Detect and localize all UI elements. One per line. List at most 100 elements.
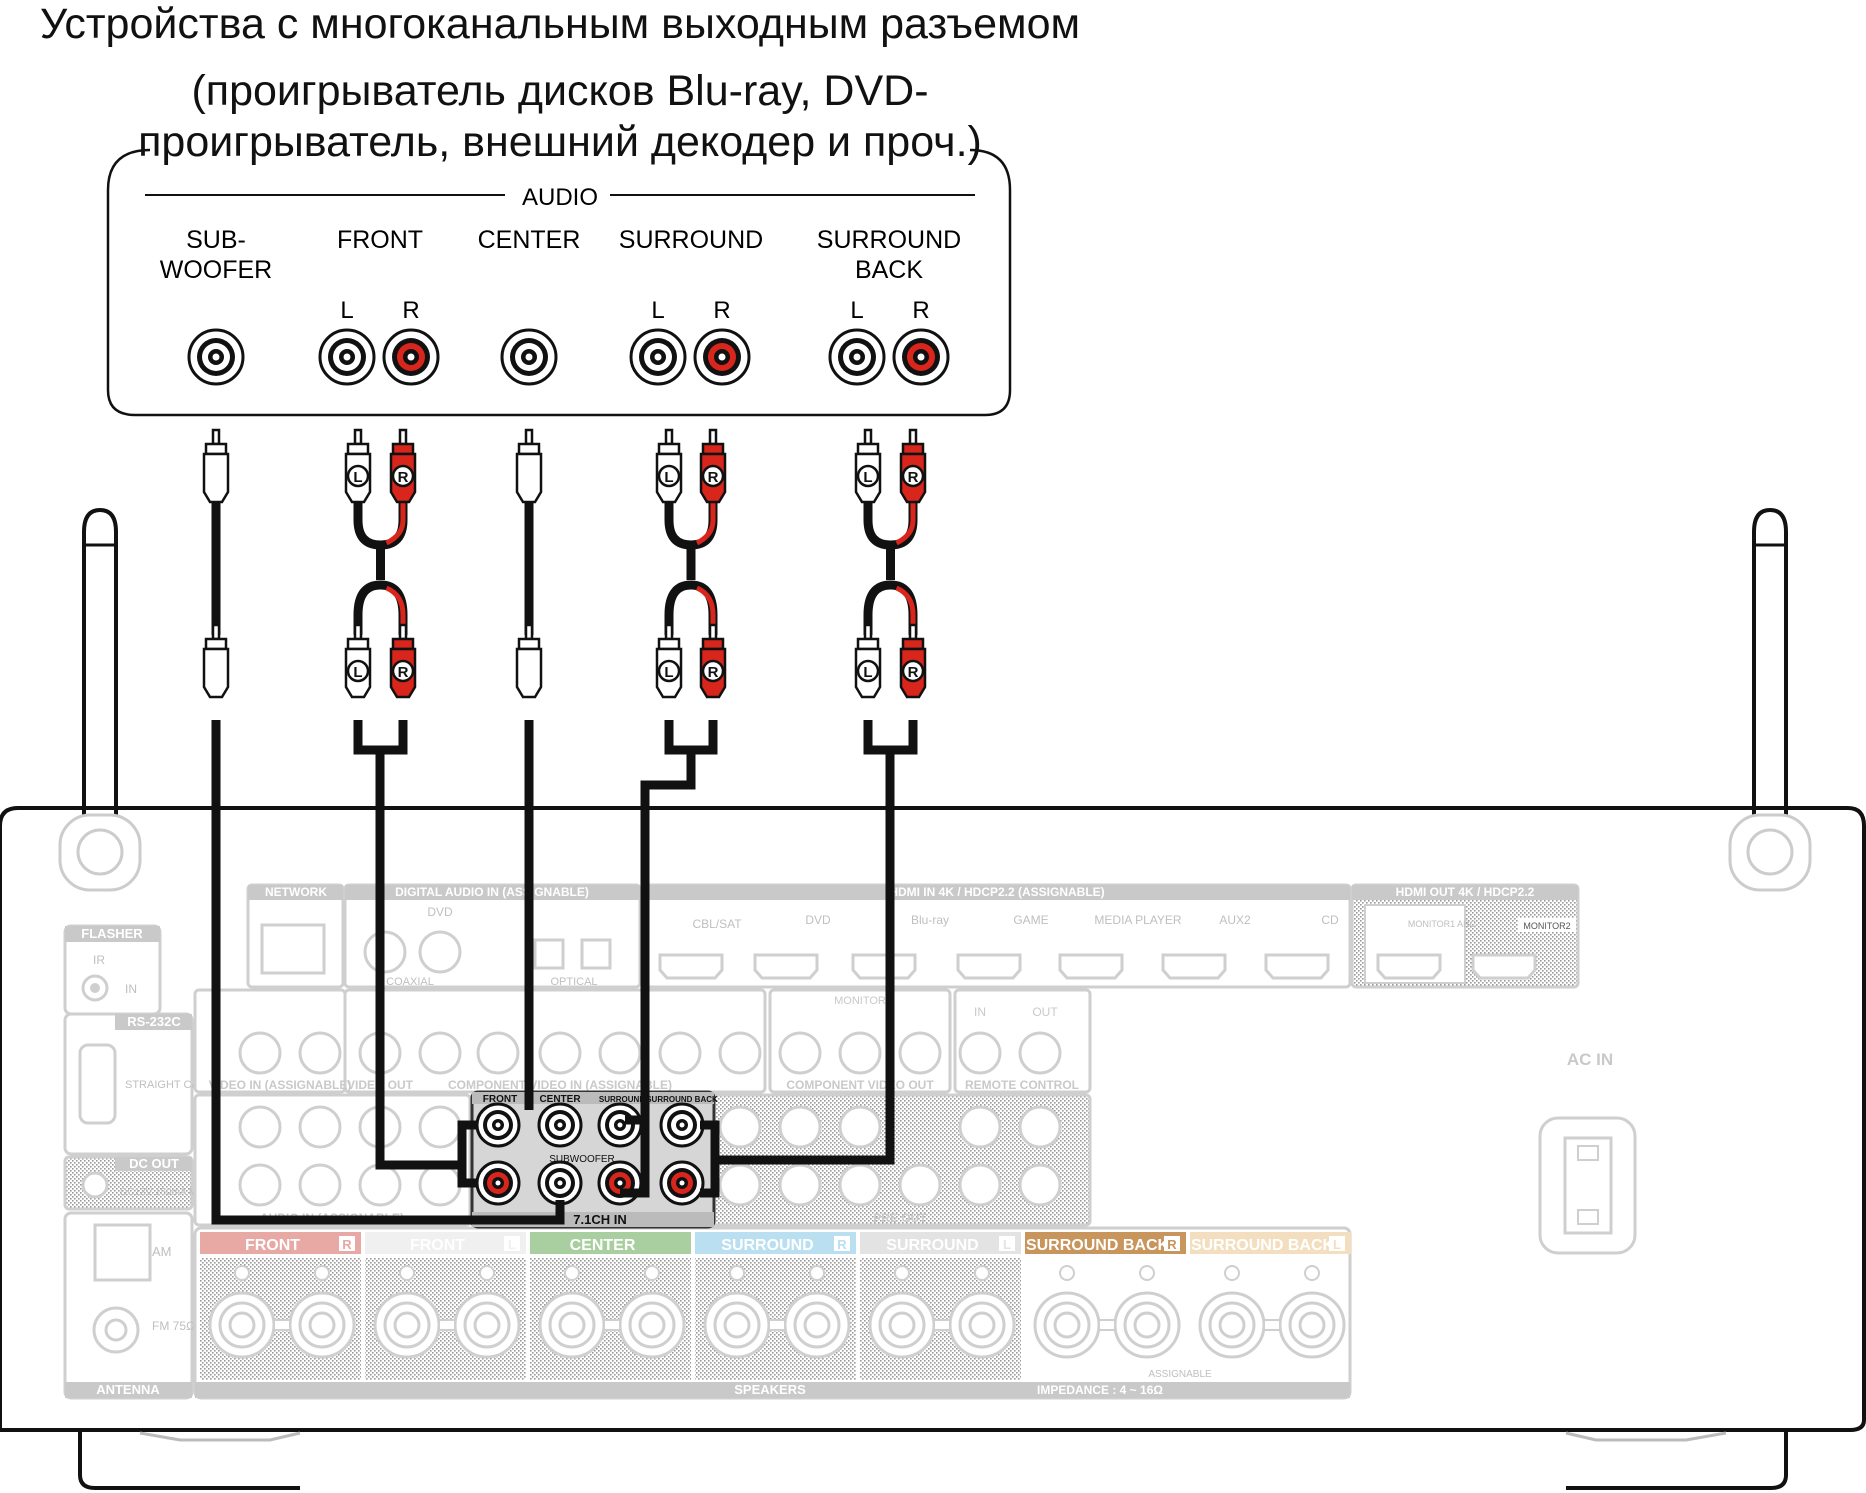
surround-back-cable-join (863, 720, 918, 755)
front-label: FRONT (337, 226, 423, 254)
diagram-title-line-1: Устройства с многоканальным выходным раз… (39, 0, 1081, 48)
flasher-label: FLASHER (81, 926, 143, 941)
front-plug-bottom-r-letter: R (398, 664, 409, 681)
dc-out-label: DC OUT (129, 1156, 179, 1171)
surround-plug-bottom-r-letter: R (708, 664, 719, 681)
am-label: AM (152, 1244, 172, 1259)
rs232c-label: RS-232C (127, 1014, 181, 1029)
front-plug-bottom-r: R (389, 623, 417, 699)
fm-label: FM 75Ω (152, 1319, 195, 1333)
hdmi-aux2-label: AUX2 (1219, 913, 1251, 927)
left-antenna (58, 507, 142, 892)
center-plug-top (515, 428, 543, 504)
front-plug-top-r-letter: R (398, 469, 409, 486)
surround-l-jack (629, 328, 687, 386)
remote-in-label: IN (974, 1005, 986, 1019)
surround-plug-bottom-l: L (655, 623, 683, 699)
rca-jacks (187, 328, 950, 386)
hdmi-in-label: HDMI IN 4K / HDCP2.2 (ASSIGNABLE) (889, 885, 1104, 899)
digital-audio-label: DIGITAL AUDIO IN (ASSIGNABLE) (395, 885, 589, 899)
ch71-jack-0 (475, 1102, 521, 1148)
speakers-label: SPEAKERS (734, 1382, 806, 1397)
pre-out-label: PRE OUT (873, 1211, 927, 1225)
component-in-label: COMPONENT VIDEO IN (ASSIGNABLE) (448, 1078, 672, 1092)
surround-cable (620, 750, 696, 1198)
ch71-jack-3 (659, 1102, 705, 1148)
surround-back-l-label: L (850, 297, 863, 324)
hdmi-out-label: HDMI OUT 4K / HDCP2.2 (1396, 885, 1535, 899)
hdmi-in-ports (658, 953, 1330, 980)
surround-back-r-label: R (912, 297, 929, 324)
speaker-terminal-pair-4 (860, 1258, 1021, 1380)
subwoofer-jack (187, 328, 245, 386)
surround-plug-bottom-r: R (699, 623, 727, 699)
front-plug-bottom-l-letter: L (353, 664, 362, 681)
optical-label: OPTICAL (550, 976, 597, 988)
network-label: NETWORK (265, 885, 327, 899)
ch71-surround-label: SURROUND (599, 1095, 645, 1104)
front-cable-join (353, 720, 408, 755)
video-jacks (238, 1031, 1062, 1075)
remote-control-label: REMOTE CONTROL (965, 1078, 1079, 1092)
ir-label: IR (93, 953, 105, 967)
subwoofer-plug-bottom (202, 623, 230, 699)
surround-back-plug-top-l-letter: L (863, 469, 872, 486)
surround-l-label: L (651, 297, 664, 324)
ch71-center-label: CENTER (539, 1094, 581, 1105)
surround-back-r-jack (892, 328, 950, 386)
hdmi-cblsat-label: CBL/SAT (692, 917, 742, 931)
digital-dvd-label: DVD (427, 905, 453, 919)
antenna-label: ANTENNA (96, 1382, 160, 1397)
ch71-front-label: FRONT (483, 1094, 517, 1105)
speaker-tab-label-5: SURROUND BACK (1026, 1237, 1170, 1254)
speaker-tab-label-6: SURROUND BACK (1191, 1237, 1335, 1254)
receiver-chassis (0, 806, 1866, 1432)
flasher-in-label: IN (125, 982, 137, 996)
monitor2-label: MONITOR2 (1523, 921, 1570, 931)
surround-cable-join (664, 720, 718, 755)
front-l-jack (318, 328, 376, 386)
monitor1-label: MONITOR1 ARC (1408, 919, 1477, 929)
ch71-surround-back-label: SURROUND BACK (646, 1095, 718, 1104)
surround-back-plug-top-r: R (899, 428, 927, 504)
front-plug-bottom-l: L (344, 623, 372, 699)
dc-spec-label: DC12V 150mA MAX (120, 1187, 211, 1198)
center-jack (500, 328, 558, 386)
ch71-subwoofer-label: SUBWOOFER (549, 1154, 615, 1165)
subwoofer-label-1: SUB- (186, 226, 246, 254)
subwoofer-cable (211, 720, 565, 1225)
monitor-label: MONITOR (834, 995, 886, 1007)
front-cable-branch (457, 1120, 478, 1165)
component-out-label: COMPONENT VIDEO OUT (786, 1078, 934, 1092)
speaker-tab-side-1: L (508, 1237, 516, 1252)
subwoofer-label-2: WOOFER (160, 256, 273, 284)
ch71-jack-2 (597, 1102, 643, 1148)
surround-back-plug-bottom-r: R (899, 623, 927, 699)
surround-back-plug-top-l: L (854, 428, 882, 504)
surround-back-cable-branch (700, 1120, 720, 1160)
ch71-jack-5 (537, 1160, 583, 1206)
speaker-terminal-pair-1 (365, 1258, 526, 1380)
surround-back-plug-bottom-l-letter: L (863, 664, 872, 681)
right-antenna (1728, 507, 1812, 892)
surround-r-jack (693, 328, 751, 386)
hdmi-media-player-label: MEDIA PLAYER (1094, 913, 1181, 927)
subwoofer-plug-top (202, 428, 230, 504)
surround-back-plug-bottom-r-letter: R (908, 664, 919, 681)
speaker-tab-label-2: CENTER (570, 1237, 636, 1254)
receiver-feet (78, 1431, 1788, 1490)
surround-plug-top-l-letter: L (664, 469, 673, 486)
surround-r-label: R (713, 297, 730, 324)
speaker-tab-side-0: R (342, 1237, 352, 1252)
source-device-panel: AUDIO SUB- WOOFER FRONT CENTER SURROUND … (106, 148, 1012, 417)
ch71-jack-6 (597, 1160, 643, 1206)
center-plug-bottom (515, 623, 543, 699)
surround-back-plug-top-r-letter: R (908, 469, 919, 486)
